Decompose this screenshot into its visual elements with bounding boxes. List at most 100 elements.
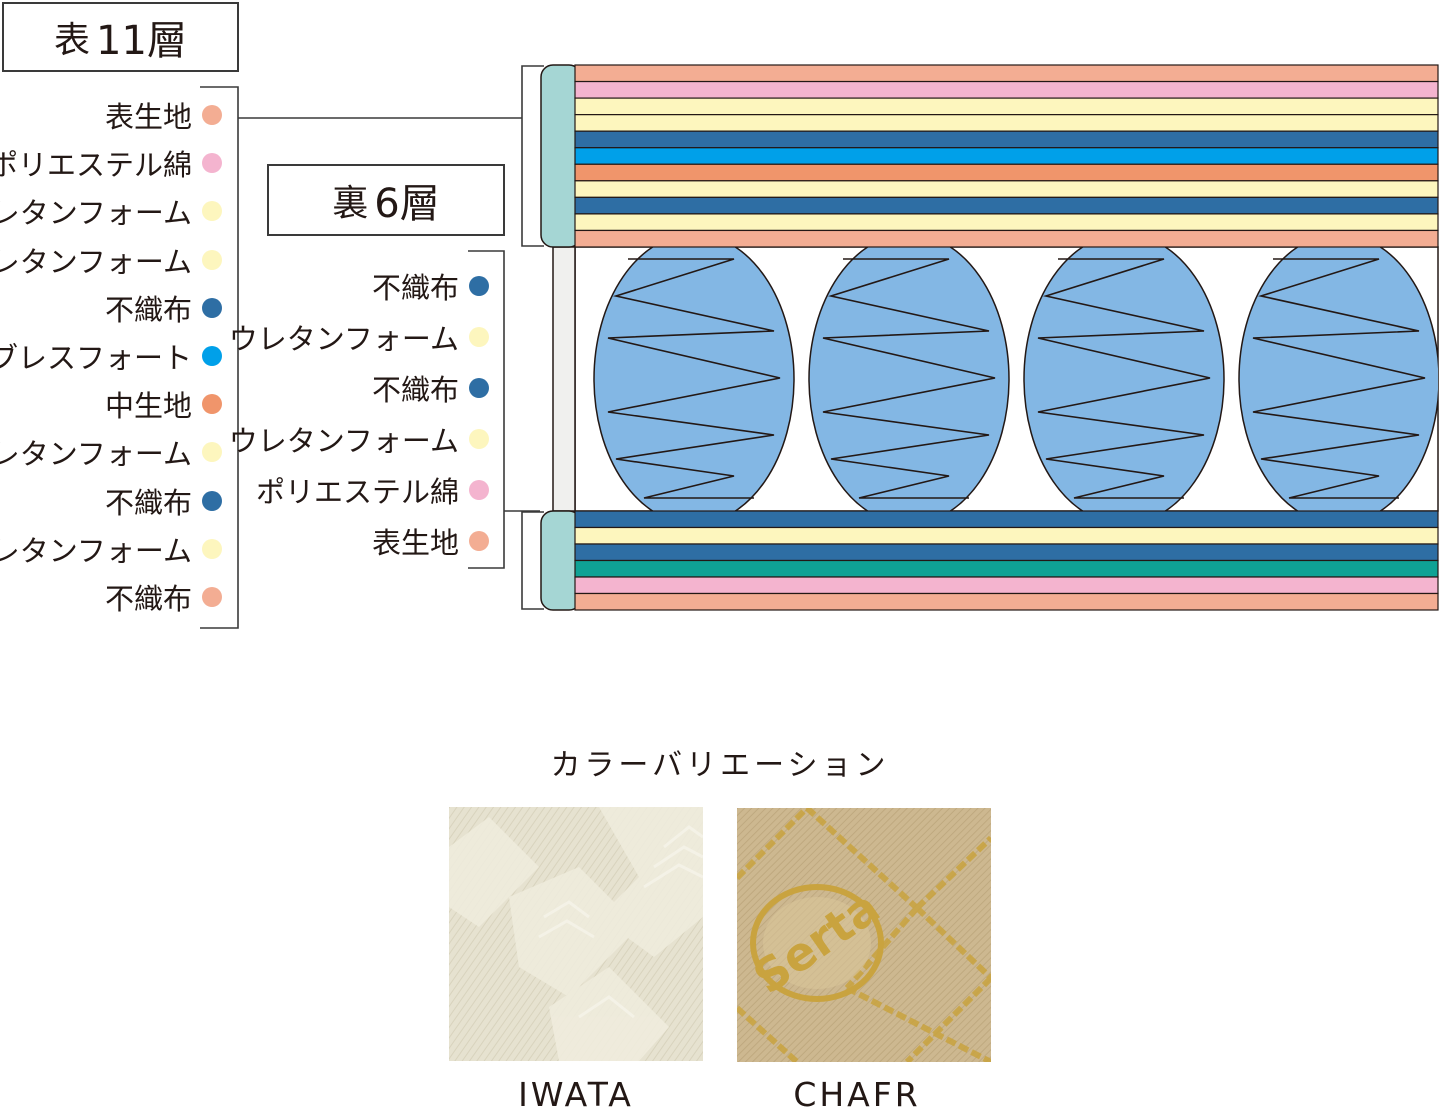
front-legend-item: 不織布 <box>105 481 222 521</box>
back-legend-label: 表生地 <box>371 526 459 560</box>
front-legend-bracket <box>200 86 239 629</box>
front-legend-color-dot <box>202 249 222 270</box>
front-legend-label: 不織布 <box>104 292 192 327</box>
swatch-chafr: Serta <box>737 808 991 1062</box>
front-legend-item: ブレスフォート <box>0 336 222 376</box>
front-legend-item: 不織布 <box>105 288 222 328</box>
back-heading-number: 6層 <box>374 181 440 227</box>
back-legend-color-dot <box>469 276 489 296</box>
bottom-section-bracket <box>521 511 544 610</box>
front-legend-label: ポリエステル綿 <box>0 148 192 183</box>
spring-coil <box>1037 258 1211 499</box>
front-legend-item: 表生地 <box>105 95 222 135</box>
front-legend-label: ウレタンフォーム <box>0 196 192 231</box>
bottom-layer-band <box>574 510 1439 529</box>
back-legend-color-dot <box>469 480 489 500</box>
back-legend-item: 表生地 <box>372 521 489 561</box>
pocket-spring <box>1238 247 1438 511</box>
front-legend-item: ポリエステル綿 <box>0 143 222 183</box>
top-layer-band <box>574 180 1439 198</box>
top-layer-band <box>574 229 1439 248</box>
back-heading-prefix: 裏 <box>332 183 369 224</box>
top-section-bracket <box>521 65 544 247</box>
back-legend-color-dot <box>469 429 489 449</box>
front-legend-item: ウレタンフォーム <box>0 240 222 280</box>
front-legend-item: ウレタンフォーム <box>0 191 222 231</box>
top-layer-band <box>574 213 1439 232</box>
front-legend-color-dot <box>202 442 222 463</box>
bottom-layer-band <box>574 526 1439 545</box>
front-heading-prefix: 表 <box>54 20 91 61</box>
bottom-layer-band <box>574 543 1439 562</box>
spring-coil <box>1252 258 1426 499</box>
top-layer-band <box>574 147 1439 165</box>
swatch-label-chafr: CHAFR <box>793 1075 921 1114</box>
swatch-iwata <box>449 807 703 1061</box>
top-layer-band <box>574 80 1439 99</box>
top-layer-band <box>574 196 1439 215</box>
front-legend-color-dot <box>202 538 222 559</box>
back-legend-item: ポリエステル綿 <box>256 470 489 510</box>
front-heading-number: 11層 <box>96 18 187 64</box>
swatch-label-iwata: IWATA <box>518 1075 634 1114</box>
front-legend-color-dot <box>202 201 222 222</box>
iwata-fabric-texture <box>449 807 703 1061</box>
mattress-cross-section <box>200 64 1439 629</box>
top-layer-band <box>574 130 1439 149</box>
front-legend-color-dot <box>202 346 222 366</box>
back-legend-item: 不織布 <box>372 368 489 408</box>
back-legend-label: 不織布 <box>371 373 459 407</box>
back-legend-item: 不織布 <box>372 266 489 306</box>
front-legend-color-dot <box>202 394 222 415</box>
bottom-layer-band <box>574 559 1439 578</box>
side-wall <box>552 246 576 512</box>
top-layer-stack <box>540 64 1439 248</box>
top-layer-band <box>574 64 1439 83</box>
front-legend-label: ウレタンフォーム <box>0 437 192 472</box>
front-legend-color-dot <box>202 153 222 174</box>
back-legend-label: ウレタンフォーム <box>228 322 459 356</box>
front-legend-color-dot <box>202 297 222 318</box>
pocket-spring <box>1023 247 1225 511</box>
front-legend-label: 不織布 <box>104 582 192 616</box>
front-legend-label: 表生地 <box>104 100 192 134</box>
bottom-layer-band <box>574 592 1439 611</box>
top-layer-band <box>574 163 1439 182</box>
front-legend-item: 不織布 <box>105 577 222 617</box>
bottom-layer-stack <box>540 510 1439 611</box>
front-legend-label: ウレタンフォーム <box>0 244 192 279</box>
front-legend-label: 中生地 <box>104 389 192 424</box>
back-legend-item: ウレタンフォーム <box>229 317 489 357</box>
bottom-layer-band <box>574 576 1439 595</box>
back-legend-color-dot <box>469 378 489 398</box>
front-legend-label: 不織布 <box>104 485 192 520</box>
spring-coil <box>607 258 781 499</box>
back-legend-label: ウレタンフォーム <box>228 424 459 458</box>
pocket-springs <box>593 247 1438 511</box>
back-legend-label: 不織布 <box>371 271 459 305</box>
back-legend-color-dot <box>469 327 489 347</box>
color-variation-title: カラーバリエーション <box>550 748 890 783</box>
front-legend-label: ウレタンフォーム <box>0 533 192 568</box>
chafr-fabric-texture: Serta <box>737 808 991 1062</box>
pocket-spring <box>593 247 795 511</box>
front-legend-color-dot <box>202 587 222 607</box>
back-legend-item: ウレタンフォーム <box>229 419 489 459</box>
top-layer-band <box>574 97 1439 116</box>
front-heading-box: 表 11層 <box>2 2 239 72</box>
front-legend-color-dot <box>202 490 222 511</box>
front-legend-item: 中生地 <box>105 384 222 424</box>
back-heading-box: 裏 6層 <box>267 164 505 236</box>
spring-coil <box>822 258 996 499</box>
serta-logo-ring <box>750 884 884 1002</box>
front-legend-item: ウレタンフォーム <box>0 529 222 569</box>
top-layer-band <box>574 114 1439 132</box>
leader-lines <box>200 65 544 629</box>
front-legend-color-dot <box>202 105 222 125</box>
pocket-spring <box>808 247 1010 511</box>
back-legend-label: ポリエステル綿 <box>255 475 459 509</box>
back-legend-color-dot <box>469 531 489 551</box>
back-legend-bracket <box>468 250 505 569</box>
front-legend-item: ウレタンフォーム <box>0 432 222 472</box>
front-legend-label: ブレスフォート <box>0 341 192 375</box>
